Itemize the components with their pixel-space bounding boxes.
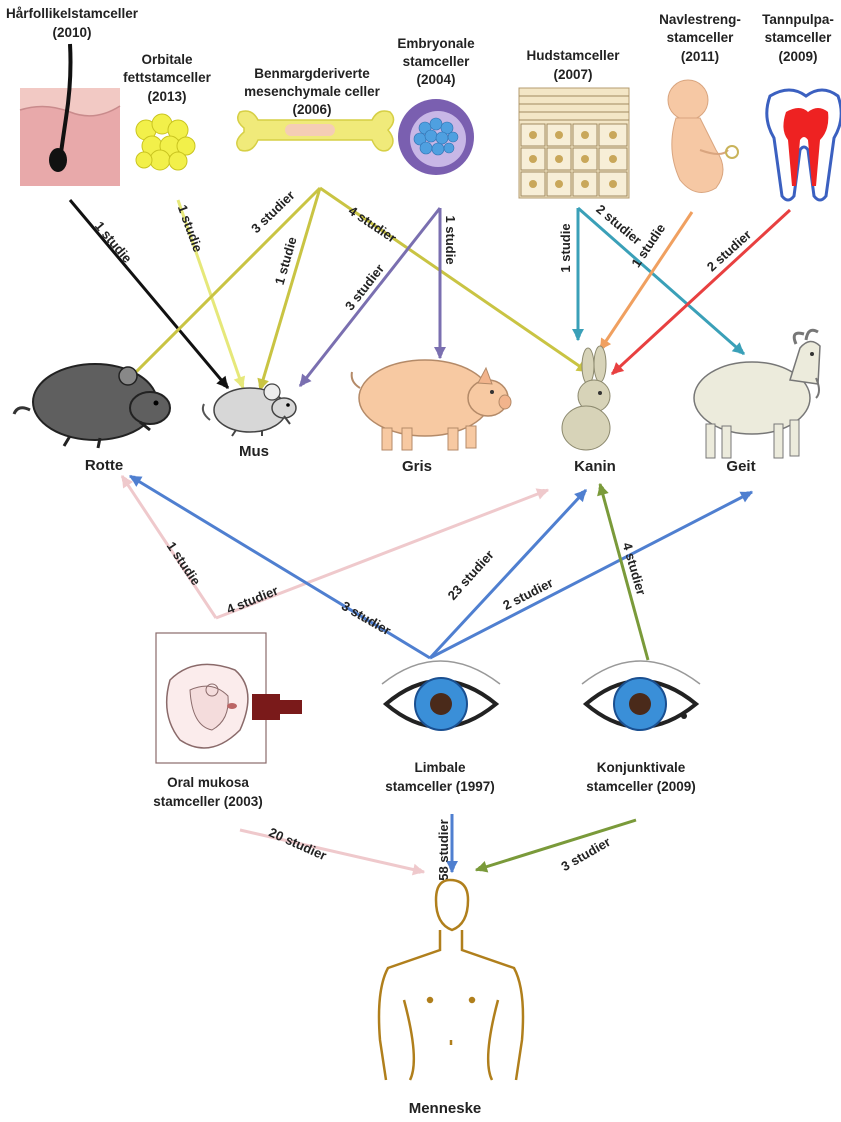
edge-arrow — [300, 208, 440, 386]
skin-cells-icon — [519, 88, 629, 198]
source-embryonale-line3: (2004) — [416, 72, 455, 87]
edge-label: 4 studier — [224, 583, 280, 617]
edge-arrow — [430, 490, 586, 658]
source-limbale-line1: Limbale — [414, 760, 466, 775]
edge-label: 1 studie — [92, 218, 135, 265]
edge-arrowhead — [597, 484, 609, 496]
edge-label: 58 studier — [436, 819, 451, 880]
source-benmarg-line1: Benmargderiverte — [254, 66, 370, 81]
fat-cells-icon — [136, 114, 195, 170]
source-harfollikel-line1: Hårfollikelstamceller — [6, 6, 139, 21]
source-konjunktivale-line2: stamceller (2009) — [586, 779, 696, 794]
source-tannpulpa-line1: Tannpulpa- — [762, 12, 834, 27]
tooth-icon — [767, 90, 841, 200]
edge-arrowhead — [572, 329, 584, 340]
edge-label: 3 studier — [248, 188, 297, 236]
source-oral-line2: stamceller (2003) — [153, 794, 263, 809]
edge-label: 3 studier — [339, 598, 393, 638]
embryo-cell-icon — [398, 99, 474, 175]
source-oral-line1: Oral mukosa — [167, 775, 249, 790]
eye-icon — [382, 661, 500, 730]
animal-menneske-label: Menneske — [409, 1100, 482, 1117]
human-icon — [379, 880, 523, 1080]
source-navlestreng-line3: (2011) — [681, 49, 719, 64]
edge-arrow — [476, 820, 636, 870]
mouse-icon — [203, 384, 296, 436]
source-embryonale-line1: Embryonale — [397, 36, 475, 51]
edge-label: 4 studier — [346, 203, 399, 246]
edge-label: 1 studie — [443, 215, 458, 264]
animal-gris-label: Gris — [402, 458, 432, 475]
source-benmarg-line2: mesenchymale celler — [244, 84, 381, 99]
edge-label: 1 studie — [175, 203, 206, 254]
edge-label: 1 studie — [164, 539, 204, 588]
source-limbale-line2: stamceller (1997) — [385, 779, 495, 794]
rabbit-icon — [562, 346, 610, 450]
mouth-icon — [156, 633, 302, 763]
animal-kanin-label: Kanin — [574, 458, 616, 475]
source-tannpulpa-line3: (2009) — [778, 49, 817, 64]
pig-icon — [352, 360, 511, 450]
source-harfollikel-line2: (2010) — [52, 25, 91, 40]
rat-icon — [14, 364, 170, 448]
source-hud-line1: Hudstamceller — [526, 48, 620, 63]
source-orbitale-line2: fettstamceller — [123, 70, 212, 85]
source-embryonale-line2: stamceller — [403, 54, 471, 69]
goat-icon — [694, 330, 820, 458]
source-navlestreng-line1: Navlestreng- — [659, 12, 741, 27]
eye-icon — [582, 661, 700, 730]
source-tannpulpa-line2: stamceller — [765, 30, 833, 45]
edge-label: 2 studier — [593, 201, 644, 247]
animal-geit-label: Geit — [726, 458, 755, 475]
source-hud-line2: (2007) — [553, 67, 592, 82]
edge-arrow — [600, 212, 692, 350]
source-orbitale-line1: Orbitale — [141, 52, 193, 67]
hair-follicle-icon — [20, 44, 120, 186]
source-orbitale-line3: (2013) — [147, 89, 186, 104]
edge-label: 3 studier — [559, 834, 613, 874]
animal-rotte-label: Rotte — [85, 457, 123, 474]
source-benmarg-line3: (2006) — [292, 102, 331, 117]
edge-arrowhead — [434, 347, 446, 358]
animal-mus-label: Mus — [239, 443, 269, 460]
edge-label: 1 studie — [272, 235, 300, 286]
source-konjunktivale-line1: Konjunktivale — [597, 760, 686, 775]
source-navlestreng-line2: stamceller — [667, 30, 735, 45]
edge-label: 20 studier — [267, 825, 329, 864]
fetus-icon — [668, 80, 738, 193]
edge-label: 1 studie — [558, 223, 573, 272]
edge-arrowhead — [412, 864, 424, 876]
